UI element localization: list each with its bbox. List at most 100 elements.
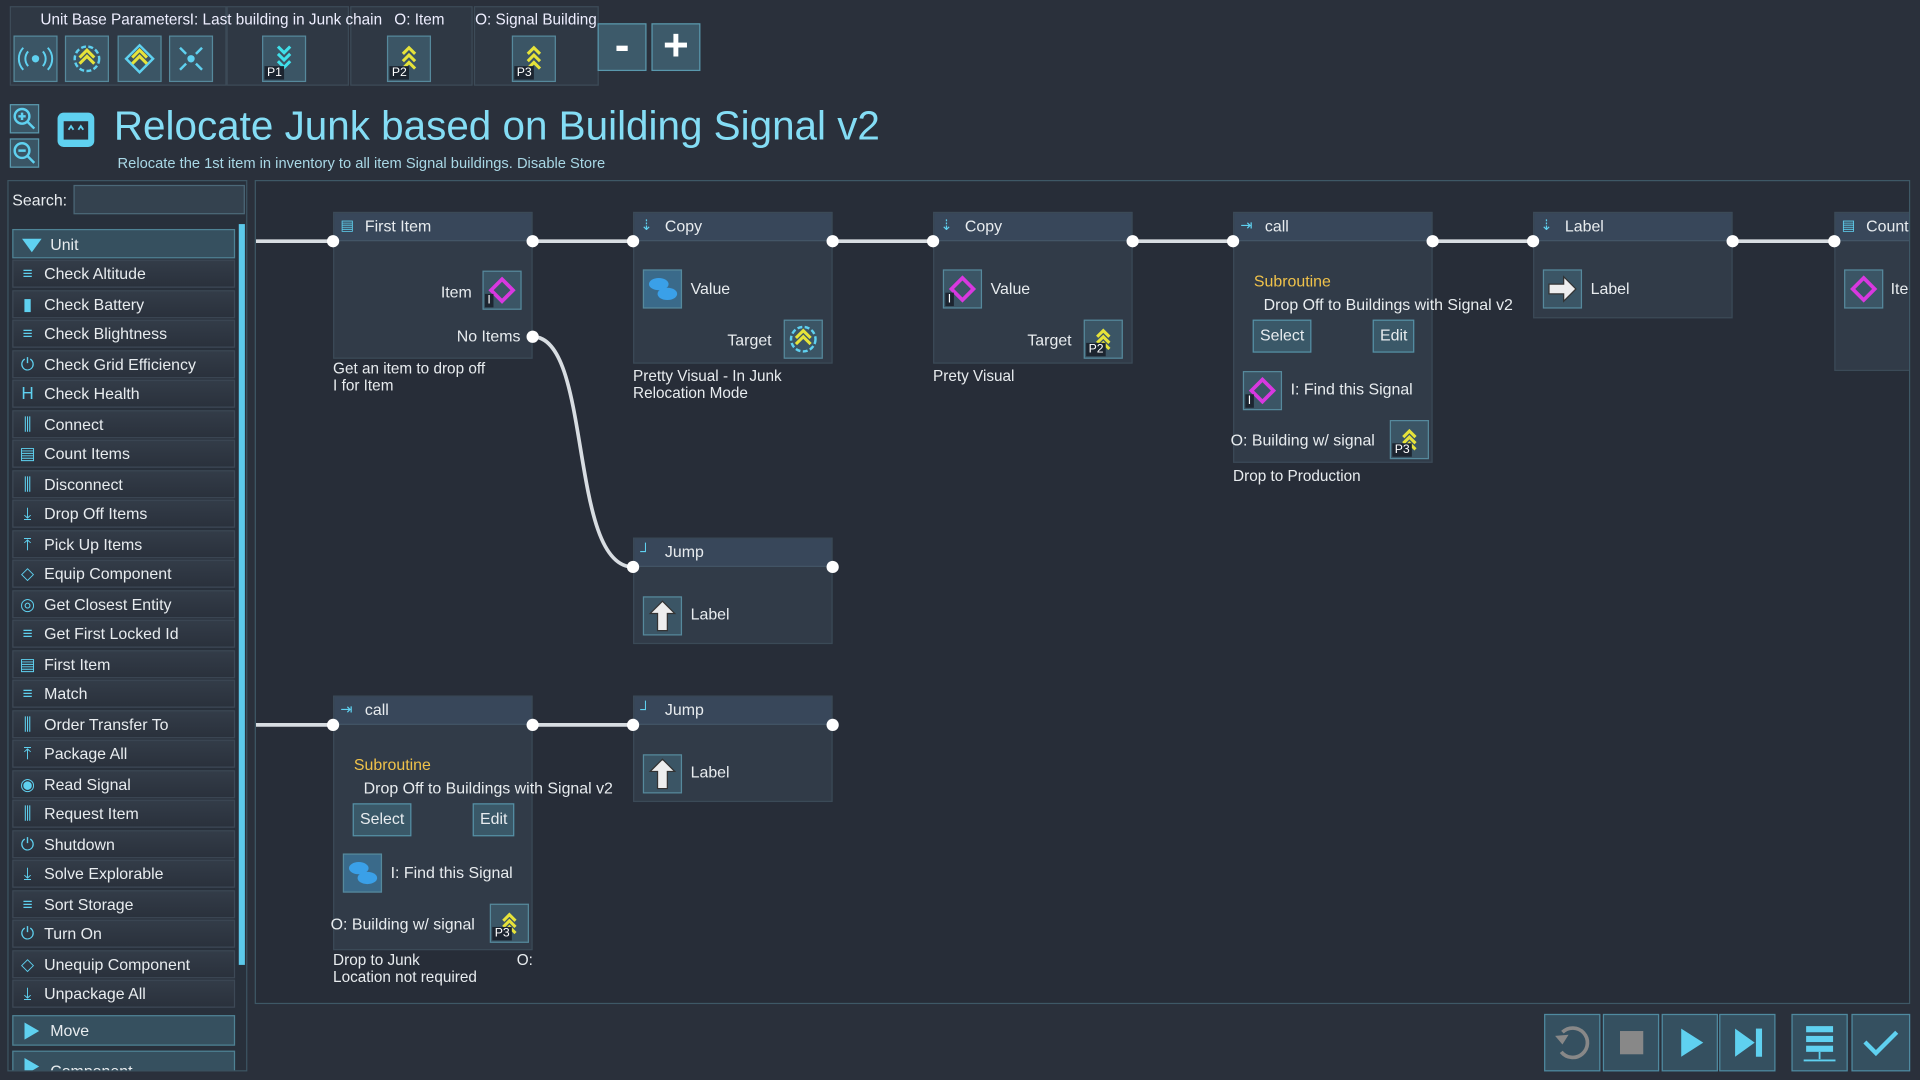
sidebar-item[interactable]: ◉Read Signal <box>12 769 236 798</box>
remove-parameter-button[interactable]: - <box>597 23 647 72</box>
connector[interactable] <box>926 235 940 248</box>
connector[interactable] <box>826 235 839 248</box>
param-p1-icon[interactable]: P1 <box>262 35 307 83</box>
radar-param-icon[interactable] <box>783 319 823 359</box>
zoom-out-button[interactable] <box>9 138 40 168</box>
param-p2-icon[interactable]: P2 <box>1083 319 1123 359</box>
connector[interactable] <box>526 718 539 732</box>
subroutine-label: Subroutine <box>353 755 431 774</box>
subroutine-name: Drop Off to Buildings with Signal v2 <box>363 778 613 798</box>
connector[interactable] <box>1828 235 1841 248</box>
sidebar-item-label: Check Battery <box>44 294 145 313</box>
select-button[interactable]: Select <box>352 803 412 837</box>
connector[interactable] <box>626 560 640 574</box>
library-button[interactable] <box>1791 1013 1848 1072</box>
sidebar-item[interactable]: ⤓Unpackage All <box>12 979 236 1008</box>
sidebar-item[interactable]: ◎Get Closest Entity <box>12 589 236 618</box>
connector[interactable] <box>526 330 539 343</box>
sidebar-item[interactable]: ◇Equip Component <box>12 559 236 588</box>
connector[interactable] <box>1526 235 1540 248</box>
arrow-up-icon[interactable] <box>642 596 683 636</box>
sidebar-item[interactable]: ▤First Item <box>12 649 236 678</box>
sidebar-item[interactable]: ⤒Pick Up Items <box>12 529 236 558</box>
sidebar-item-label: Sort Storage <box>44 894 134 913</box>
instruction-icon: ≡ <box>22 683 33 703</box>
sidebar-scrollbar[interactable] <box>238 224 245 965</box>
node-jump[interactable]: ┘Jump <box>633 537 833 645</box>
instruction-icon: H <box>21 383 34 403</box>
param-p2-icon[interactable]: P2 <box>386 35 432 83</box>
sidebar-item[interactable]: ▮Check Battery <box>12 289 236 318</box>
signal-diamond-icon[interactable]: I <box>1242 371 1283 411</box>
connector[interactable] <box>1226 235 1240 248</box>
param-p3-icon[interactable]: P3 <box>489 903 529 943</box>
arrow-up-icon[interactable] <box>642 754 683 794</box>
connector[interactable] <box>326 718 340 732</box>
sidebar-item[interactable]: ≡Check Blightness <box>12 319 236 348</box>
node-canvas[interactable]: ▤First Item Item I No Items Get an item … <box>254 180 1911 1005</box>
category-component[interactable]: Component <box>12 1050 236 1071</box>
connector[interactable] <box>626 235 640 248</box>
arrow-right-icon[interactable] <box>1542 269 1583 309</box>
storage-icon[interactable] <box>642 269 683 309</box>
edit-button[interactable]: Edit <box>472 803 515 837</box>
sidebar-item[interactable]: ⫼Request Item <box>12 799 236 828</box>
sidebar-item[interactable]: ⏻Check Grid Efficiency <box>12 349 236 378</box>
confirm-button[interactable] <box>1851 1013 1911 1072</box>
param-tag: P3 <box>1392 443 1413 457</box>
search-input[interactable] <box>73 184 245 215</box>
storage-icon[interactable] <box>342 853 383 893</box>
sidebar-item[interactable]: ◇Unequip Component <box>12 949 236 978</box>
sidebar-item[interactable]: ⫼Order Transfer To <box>12 709 236 738</box>
zoom-in-button[interactable] <box>9 104 40 134</box>
sidebar-item[interactable]: ⤓Drop Off Items <box>12 499 236 528</box>
sidebar-item[interactable]: ⤒Package All <box>12 739 236 768</box>
signal-diamond-icon[interactable] <box>1844 269 1884 309</box>
edit-button[interactable]: Edit <box>1372 319 1415 353</box>
connector[interactable] <box>1726 235 1739 248</box>
connector[interactable] <box>1426 235 1439 248</box>
play-button[interactable] <box>1661 1013 1718 1072</box>
stop-button[interactable] <box>1602 1013 1660 1072</box>
sidebar-item[interactable]: ≡Sort Storage <box>12 889 236 918</box>
select-button[interactable]: Select <box>1252 319 1312 353</box>
sidebar-item-label: Pick Up Items <box>44 534 143 553</box>
sidebar-item[interactable]: ⫼Disconnect <box>12 469 236 498</box>
param-tag: P2 <box>1086 342 1107 357</box>
node-first-item[interactable]: ▤First Item <box>333 211 533 359</box>
category-label: Move <box>50 1021 90 1040</box>
connector[interactable] <box>326 235 340 248</box>
param-p3-icon[interactable]: P3 <box>511 35 556 83</box>
sidebar-item[interactable]: ▤Count Items <box>12 439 236 468</box>
sidebar-item[interactable]: ⏻Turn On <box>12 919 236 948</box>
category-unit[interactable]: Unit <box>12 228 236 259</box>
signal-diamond-icon[interactable]: I <box>482 270 522 310</box>
signal-icon[interactable] <box>13 35 58 83</box>
sidebar-item[interactable]: ⏻Shutdown <box>12 829 236 858</box>
connector[interactable] <box>626 718 640 732</box>
radar-icon[interactable] <box>64 35 109 83</box>
signal-diamond-icon[interactable]: I <box>942 269 983 309</box>
undo-button[interactable] <box>1544 1013 1601 1072</box>
count-icon: ▤ <box>1841 216 1856 234</box>
sidebar-item[interactable]: ≡Check Altitude <box>12 259 236 288</box>
connector[interactable] <box>526 235 539 248</box>
category-move[interactable]: Move <box>12 1015 236 1046</box>
step-button[interactable] <box>1719 1013 1776 1072</box>
connector[interactable] <box>1126 235 1139 248</box>
node-comment: Pretty Visual - In Junk Relocation Mode <box>633 367 782 402</box>
connector[interactable] <box>826 718 839 732</box>
compress-icon[interactable] <box>168 35 214 83</box>
item-transfer-icon[interactable] <box>117 35 162 83</box>
group-label: O: Item <box>394 11 445 29</box>
sidebar-item-label: Match <box>44 684 88 703</box>
sidebar-item[interactable]: ⤓Solve Explorable <box>12 859 236 888</box>
param-p3-icon[interactable]: P3 <box>1389 420 1429 460</box>
add-parameter-button[interactable]: + <box>651 23 701 72</box>
connector[interactable] <box>826 560 839 574</box>
sidebar-item[interactable]: ⫼Connect <box>12 409 236 438</box>
caret-right-icon <box>24 1022 40 1040</box>
sidebar-item[interactable]: ≡Get First Locked Id <box>12 619 236 648</box>
sidebar-item[interactable]: ≡ Match <box>12 679 236 708</box>
